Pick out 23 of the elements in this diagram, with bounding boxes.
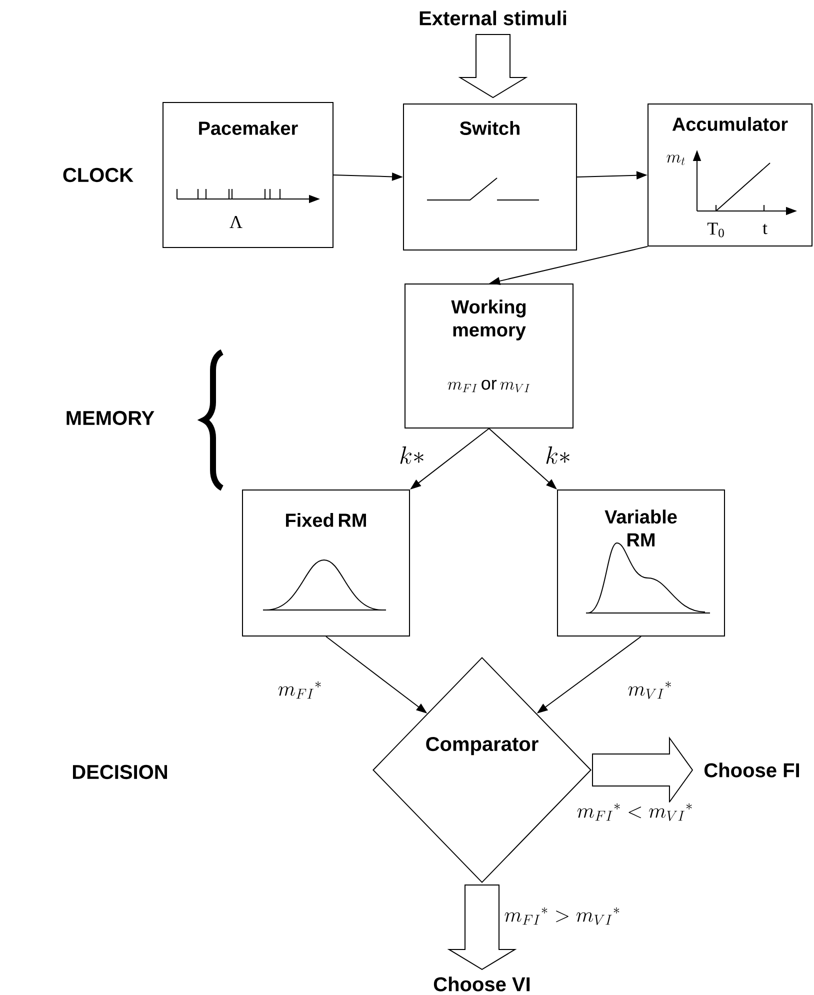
block-arrow — [447, 884, 517, 970]
axis-label: T$_{0}$ — [707, 222, 724, 238]
memory-box: Variable RM — [557, 490, 725, 636]
block-arrow — [458, 34, 528, 98]
block-arrow — [592, 736, 694, 804]
section-label: MEMORY — [66, 410, 154, 426]
edge-label: $m_{VI}{}^{*}$ — [626, 680, 674, 700]
axis-label: t — [762, 224, 768, 234]
edge-label: $k{*}$ — [398, 445, 426, 465]
edge-label: $m_{FI}{}^{*}>m_{VI}{}^{*}$ — [503, 906, 622, 926]
edge-label: $k{*}$ — [544, 445, 572, 465]
section-label: CLOCK — [63, 168, 134, 182]
formula: $m_{FI}\,\mathrm{or}\,m_{VI}$ — [448, 380, 530, 392]
switch-box: Switch — [403, 104, 577, 250]
edge-label: $m_{FI}{}^{*}$ — [276, 680, 324, 700]
text-label: Choose FI — [704, 762, 799, 778]
edge-label: $m_{FI}{}^{*}<m_{VI}{}^{*}$ — [576, 802, 694, 822]
memory-box: Fixed RM — [242, 490, 410, 636]
axis-label: $m_{t}$ — [666, 154, 685, 166]
text-label: Choose VI — [434, 976, 530, 992]
text-label: External stimuli — [420, 10, 566, 26]
section-label: DECISION — [73, 764, 167, 780]
axis-label: Λ — [230, 216, 242, 228]
